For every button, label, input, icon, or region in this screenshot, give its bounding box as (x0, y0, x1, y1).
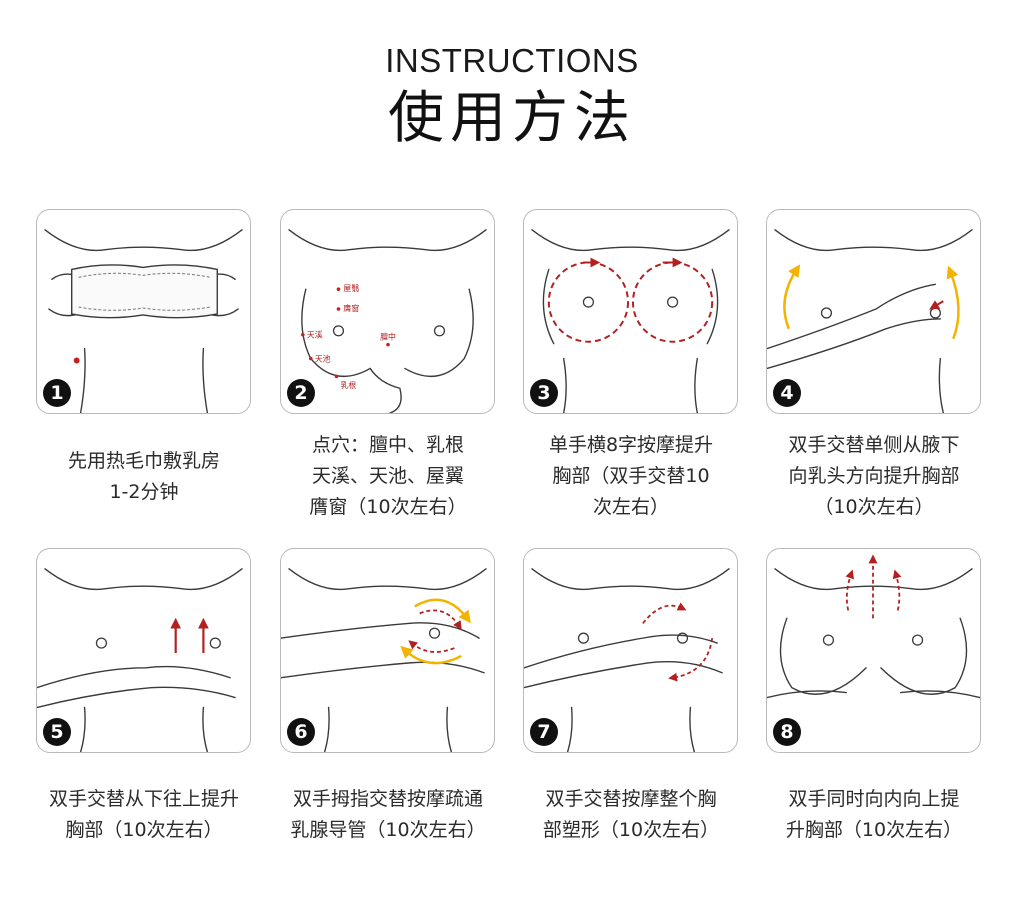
caption-line: 1-2分钟 (24, 477, 264, 508)
step-7-caption: 双手交替按摩整个胸 部塑形（10次左右） (511, 784, 751, 846)
thumb-massage-illustration (281, 549, 494, 752)
step-6-caption: 双手拇指交替按摩疏通 乳腺导管（10次左右） (268, 784, 508, 846)
caption-line: 双手交替单侧从腋下 (754, 430, 994, 461)
upward-lift-illustration (37, 549, 250, 752)
acupoint-label: 膺窗 (343, 303, 359, 313)
caption-line: 乳腺导管（10次左右） (268, 815, 508, 846)
shaping-massage-illustration (524, 549, 737, 752)
step-number-badge: 1 (43, 379, 71, 407)
step-4-caption: 双手交替单侧从腋下 向乳头方向提升胸部 （10次左右） (754, 430, 994, 523)
caption-line: 升胸部（10次左右） (754, 815, 994, 846)
step-number-badge: 2 (287, 379, 315, 407)
caption-line: 双手同时向内向上提 (754, 784, 994, 815)
step-8-illustration: 8 (766, 548, 981, 753)
step-number-badge: 6 (287, 718, 315, 746)
acupoint-label: 天溪 (307, 330, 323, 340)
caption-line: 双手拇指交替按摩疏通 (268, 784, 508, 815)
caption-line: 双手交替按摩整个胸 (511, 784, 751, 815)
step-8-caption: 双手同时向内向上提 升胸部（10次左右） (754, 784, 994, 846)
caption-line: （10次左右） (754, 492, 994, 523)
title-chinese: 使用方法 (0, 91, 1024, 147)
step-3-caption: 单手横8字按摩提升 胸部（双手交替10 次左右） (511, 430, 751, 523)
caption-line: 向乳头方向提升胸部 (754, 461, 994, 492)
figure-eight-massage-illustration (524, 210, 737, 413)
step-1-caption: 先用热毛巾敷乳房 1-2分钟 (24, 446, 264, 508)
acupoint-label: 膻中 (380, 332, 396, 342)
step-number-badge: 4 (773, 379, 801, 407)
step-number-badge: 8 (773, 718, 801, 746)
caption-line: 胸部（10次左右） (24, 815, 264, 846)
towel-compress-illustration (37, 210, 250, 413)
step-3-illustration: 3 (523, 209, 738, 414)
step-number-badge: 5 (43, 718, 71, 746)
caption-line: 先用热毛巾敷乳房 (24, 446, 264, 477)
step-6-illustration: 6 (280, 548, 495, 753)
caption-line: 双手交替从下往上提升 (24, 784, 264, 815)
acupoints-illustration: 屋翳 膺窗 天溪 膻中 天池 乳根 (281, 210, 494, 413)
caption-line: 点穴：膻中、乳根 (268, 430, 508, 461)
step-1-illustration: 1 (36, 209, 251, 414)
step-5-caption: 双手交替从下往上提升 胸部（10次左右） (24, 784, 264, 846)
step-7-illustration: 7 (523, 548, 738, 753)
caption-line: 膺窗（10次左右） (268, 492, 508, 523)
caption-line: 胸部（双手交替10 (511, 461, 751, 492)
step-5-illustration: 5 (36, 548, 251, 753)
acupoint-label: 屋翳 (343, 284, 359, 293)
caption-line: 部塑形（10次左右） (511, 815, 751, 846)
acupoint-label: 乳根 (340, 380, 356, 390)
caption-line: 天溪、天池、屋翼 (268, 461, 508, 492)
caption-line: 次左右） (511, 492, 751, 523)
caption-line: 单手横8字按摩提升 (511, 430, 751, 461)
inward-upward-lift-illustration (767, 549, 980, 752)
acupoint-label: 天池 (315, 354, 331, 364)
step-number-badge: 3 (530, 379, 558, 407)
title-english: INSTRUCTIONS (0, 44, 1024, 77)
header: INSTRUCTIONS 使用方法 (0, 44, 1024, 147)
step-2-illustration: 屋翳 膺窗 天溪 膻中 天池 乳根 2 (280, 209, 495, 414)
step-number-badge: 7 (530, 718, 558, 746)
step-4-illustration: 4 (766, 209, 981, 414)
underarm-lift-illustration (767, 210, 980, 413)
step-2-caption: 点穴：膻中、乳根 天溪、天池、屋翼 膺窗（10次左右） (268, 430, 508, 523)
